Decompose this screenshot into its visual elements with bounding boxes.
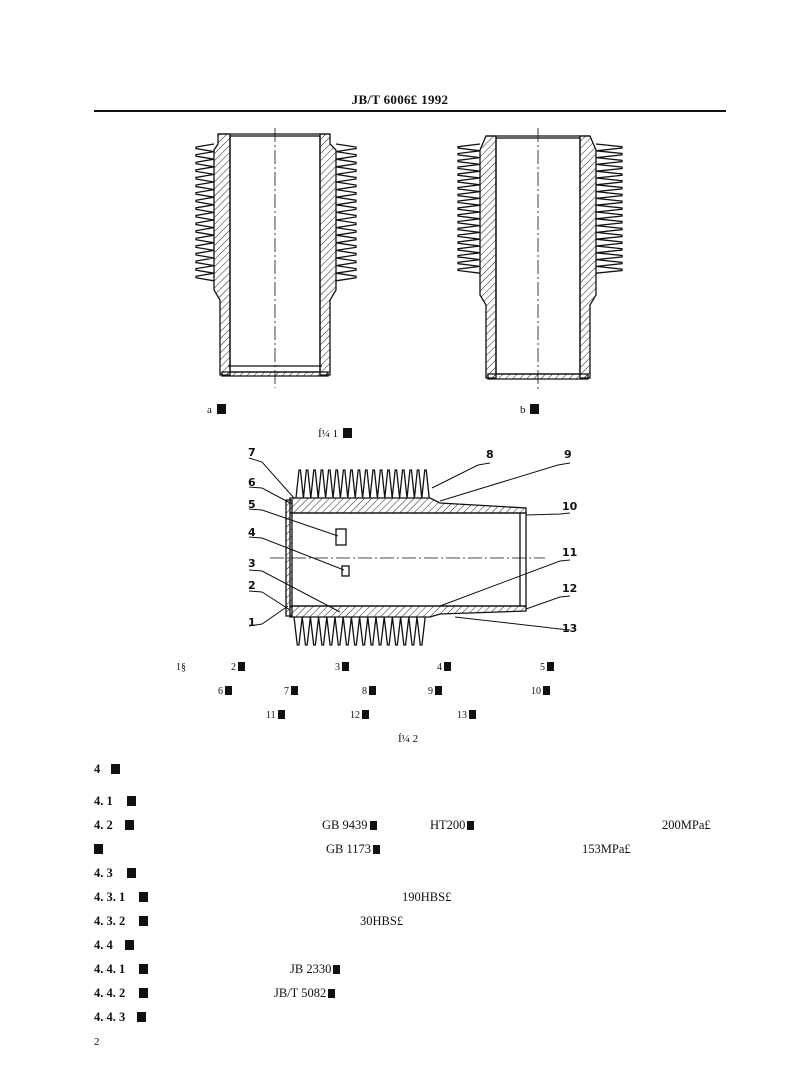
legend-item-8: 8 [362, 686, 376, 697]
section-4-heading: 4 [94, 762, 121, 777]
figure-2-cylinder [248, 457, 571, 646]
callout-8: 8 [486, 448, 494, 461]
legend-item-2: 2 [231, 662, 245, 673]
callout-10: 10 [562, 500, 578, 513]
garbled-glyph [342, 428, 352, 438]
clause-4-4-3: 4. 4. 3 [94, 1010, 147, 1025]
callout-13: 13 [562, 622, 578, 635]
clause-4-3-1-hardness: 190HBS£ [402, 890, 452, 904]
header-rule [94, 110, 726, 112]
clause-4-4-2-ref: JB/T 5082 [274, 986, 336, 1001]
legend-item-6: 6 [218, 686, 232, 697]
clause-4-4-1: 4. 4. 1 [94, 962, 149, 977]
figure-1-caption: Í¼ 1 [318, 428, 352, 440]
clause-4-3-1: 4. 3. 1 [94, 890, 149, 905]
cooling-fins [335, 143, 357, 282]
clause-4-2: 4. 2 [94, 818, 134, 833]
figure-1b-cylinder [457, 128, 623, 392]
garbled-glyph [530, 404, 540, 414]
legend-item-11: 11 [266, 710, 285, 721]
clause-4-4: 4. 4 [94, 938, 134, 953]
legend-item-3: 3 [335, 662, 349, 673]
clause-4-2-strength: 200MPa£ [662, 818, 711, 832]
cooling-fins [293, 616, 426, 646]
clause-4-2-ref-gb9439: GB 9439 [322, 818, 377, 833]
figure-1b-letter: b [520, 404, 526, 416]
clause-4-1: 4. 1 [94, 794, 136, 809]
figure-1b-label: b [520, 404, 540, 416]
legend-item-10: 10 [531, 686, 550, 697]
callout-3: 3 [248, 557, 256, 570]
legend-item-12: 12 [350, 710, 369, 721]
page-number: 2 [94, 1036, 100, 1048]
cooling-fins [195, 143, 215, 282]
figure-1-caption-text: Í¼ 1 [318, 428, 339, 440]
clause-4-4-2: 4. 4. 2 [94, 986, 149, 1001]
clause-4-3-2-hardness: 30HBS£ [360, 914, 404, 928]
figure-2-caption: Í¼ 2 [398, 733, 419, 745]
standard-header: JB/T 6006£ 1992 [351, 92, 449, 107]
clause-4-2-ref-gb1173: GB 1173 [326, 842, 381, 857]
clause-4-3-2: 4. 3. 2 [94, 914, 149, 929]
figure-1a-label: a [207, 404, 226, 416]
legend-item-7: 7 [284, 686, 298, 697]
clause-4-4-1-ref: JB 2330 [290, 962, 341, 977]
figure-1a-cylinder [195, 128, 357, 388]
cooling-fins [457, 143, 481, 274]
callout-9: 9 [564, 448, 572, 461]
callout-4: 4 [248, 526, 256, 539]
callout-5: 5 [248, 498, 256, 511]
garbled-glyph [216, 404, 226, 414]
clause-4-2-strength-2: 153MPa£ [582, 842, 631, 856]
figure-1a-letter: a [207, 404, 212, 416]
legend-item-9: 9 [428, 686, 442, 697]
callout-7: 7 [248, 446, 256, 459]
callout-2: 2 [248, 579, 256, 592]
callout-1: 1 [248, 616, 256, 629]
legend-item-5: 5 [540, 662, 554, 673]
cooling-fins [595, 143, 623, 274]
legend-item-13: 13 [457, 710, 476, 721]
callout-12: 12 [562, 582, 578, 595]
clause-4-2-ref-ht200: HT200 [430, 818, 475, 833]
legend-item-1: 1§ [176, 662, 186, 673]
legend-item-4: 4 [437, 662, 451, 673]
clause-4-2-cont [94, 842, 103, 857]
callout-11: 11 [562, 546, 578, 559]
cooling-fins [295, 469, 430, 499]
callout-6: 6 [248, 476, 256, 489]
clause-4-3: 4. 3 [94, 866, 136, 881]
